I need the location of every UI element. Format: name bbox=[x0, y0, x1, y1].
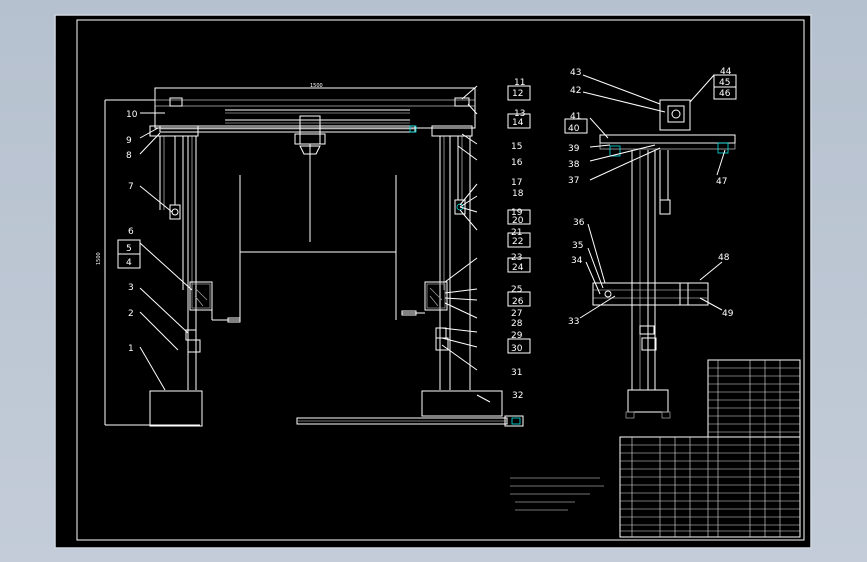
label-13: 13 bbox=[514, 109, 525, 119]
dimension-left: 1500 bbox=[96, 252, 102, 265]
label-6: 6 bbox=[128, 227, 134, 237]
side-view bbox=[592, 99, 736, 419]
label-15: 15 bbox=[511, 142, 522, 152]
label-39: 39 bbox=[568, 144, 580, 154]
front-view bbox=[104, 87, 524, 427]
label-29: 29 bbox=[511, 331, 523, 341]
label-40: 40 bbox=[568, 124, 580, 134]
label-33: 33 bbox=[568, 317, 579, 327]
label-37: 37 bbox=[568, 176, 579, 186]
label-2: 2 bbox=[128, 309, 134, 319]
parts-list bbox=[619, 359, 801, 538]
label-4: 4 bbox=[126, 258, 132, 268]
label-31: 31 bbox=[511, 368, 522, 378]
label-10: 10 bbox=[126, 110, 138, 120]
left-base bbox=[149, 390, 203, 427]
label-32: 32 bbox=[512, 391, 523, 401]
label-44: 44 bbox=[720, 67, 732, 77]
label-24: 24 bbox=[512, 263, 524, 273]
label-7: 7 bbox=[128, 182, 134, 192]
label-49: 49 bbox=[722, 309, 734, 319]
label-1: 1 bbox=[128, 344, 134, 354]
label-34: 34 bbox=[571, 256, 583, 266]
dimension-top: 1500 bbox=[310, 83, 323, 89]
label-27: 27 bbox=[511, 309, 522, 319]
label-47: 47 bbox=[716, 177, 727, 187]
label-16: 16 bbox=[511, 158, 523, 168]
label-5: 5 bbox=[126, 244, 132, 254]
label-boxes bbox=[117, 74, 737, 354]
label-17: 17 bbox=[511, 178, 522, 188]
label-20: 20 bbox=[512, 216, 524, 226]
drawing-border bbox=[76, 19, 805, 541]
label-18: 18 bbox=[512, 189, 524, 199]
label-45: 45 bbox=[719, 78, 730, 88]
right-clamp bbox=[424, 281, 448, 311]
right-base bbox=[421, 390, 503, 417]
technical-notes bbox=[510, 477, 604, 511]
label-14: 14 bbox=[512, 118, 524, 128]
label-35: 35 bbox=[572, 241, 583, 251]
label-38: 38 bbox=[568, 160, 580, 170]
label-46: 46 bbox=[719, 89, 731, 99]
label-9: 9 bbox=[126, 136, 132, 146]
label-21: 21 bbox=[511, 228, 522, 238]
label-42: 42 bbox=[570, 86, 581, 96]
label-19: 19 bbox=[511, 208, 523, 218]
top-beam bbox=[154, 87, 476, 129]
label-28: 28 bbox=[511, 319, 523, 329]
label-12: 12 bbox=[512, 89, 523, 99]
label-48: 48 bbox=[718, 253, 730, 263]
label-36: 36 bbox=[573, 218, 585, 228]
label-41: 41 bbox=[570, 112, 581, 122]
label-3: 3 bbox=[128, 283, 134, 293]
label-22: 22 bbox=[512, 237, 523, 247]
label-26: 26 bbox=[512, 297, 524, 307]
label-8: 8 bbox=[126, 151, 132, 161]
label-25: 25 bbox=[511, 285, 522, 295]
leader-lines bbox=[139, 74, 726, 403]
label-30: 30 bbox=[511, 344, 523, 354]
label-43: 43 bbox=[570, 68, 581, 78]
label-23: 23 bbox=[511, 253, 522, 263]
label-11: 11 bbox=[514, 78, 525, 88]
lower-slide bbox=[592, 282, 709, 306]
